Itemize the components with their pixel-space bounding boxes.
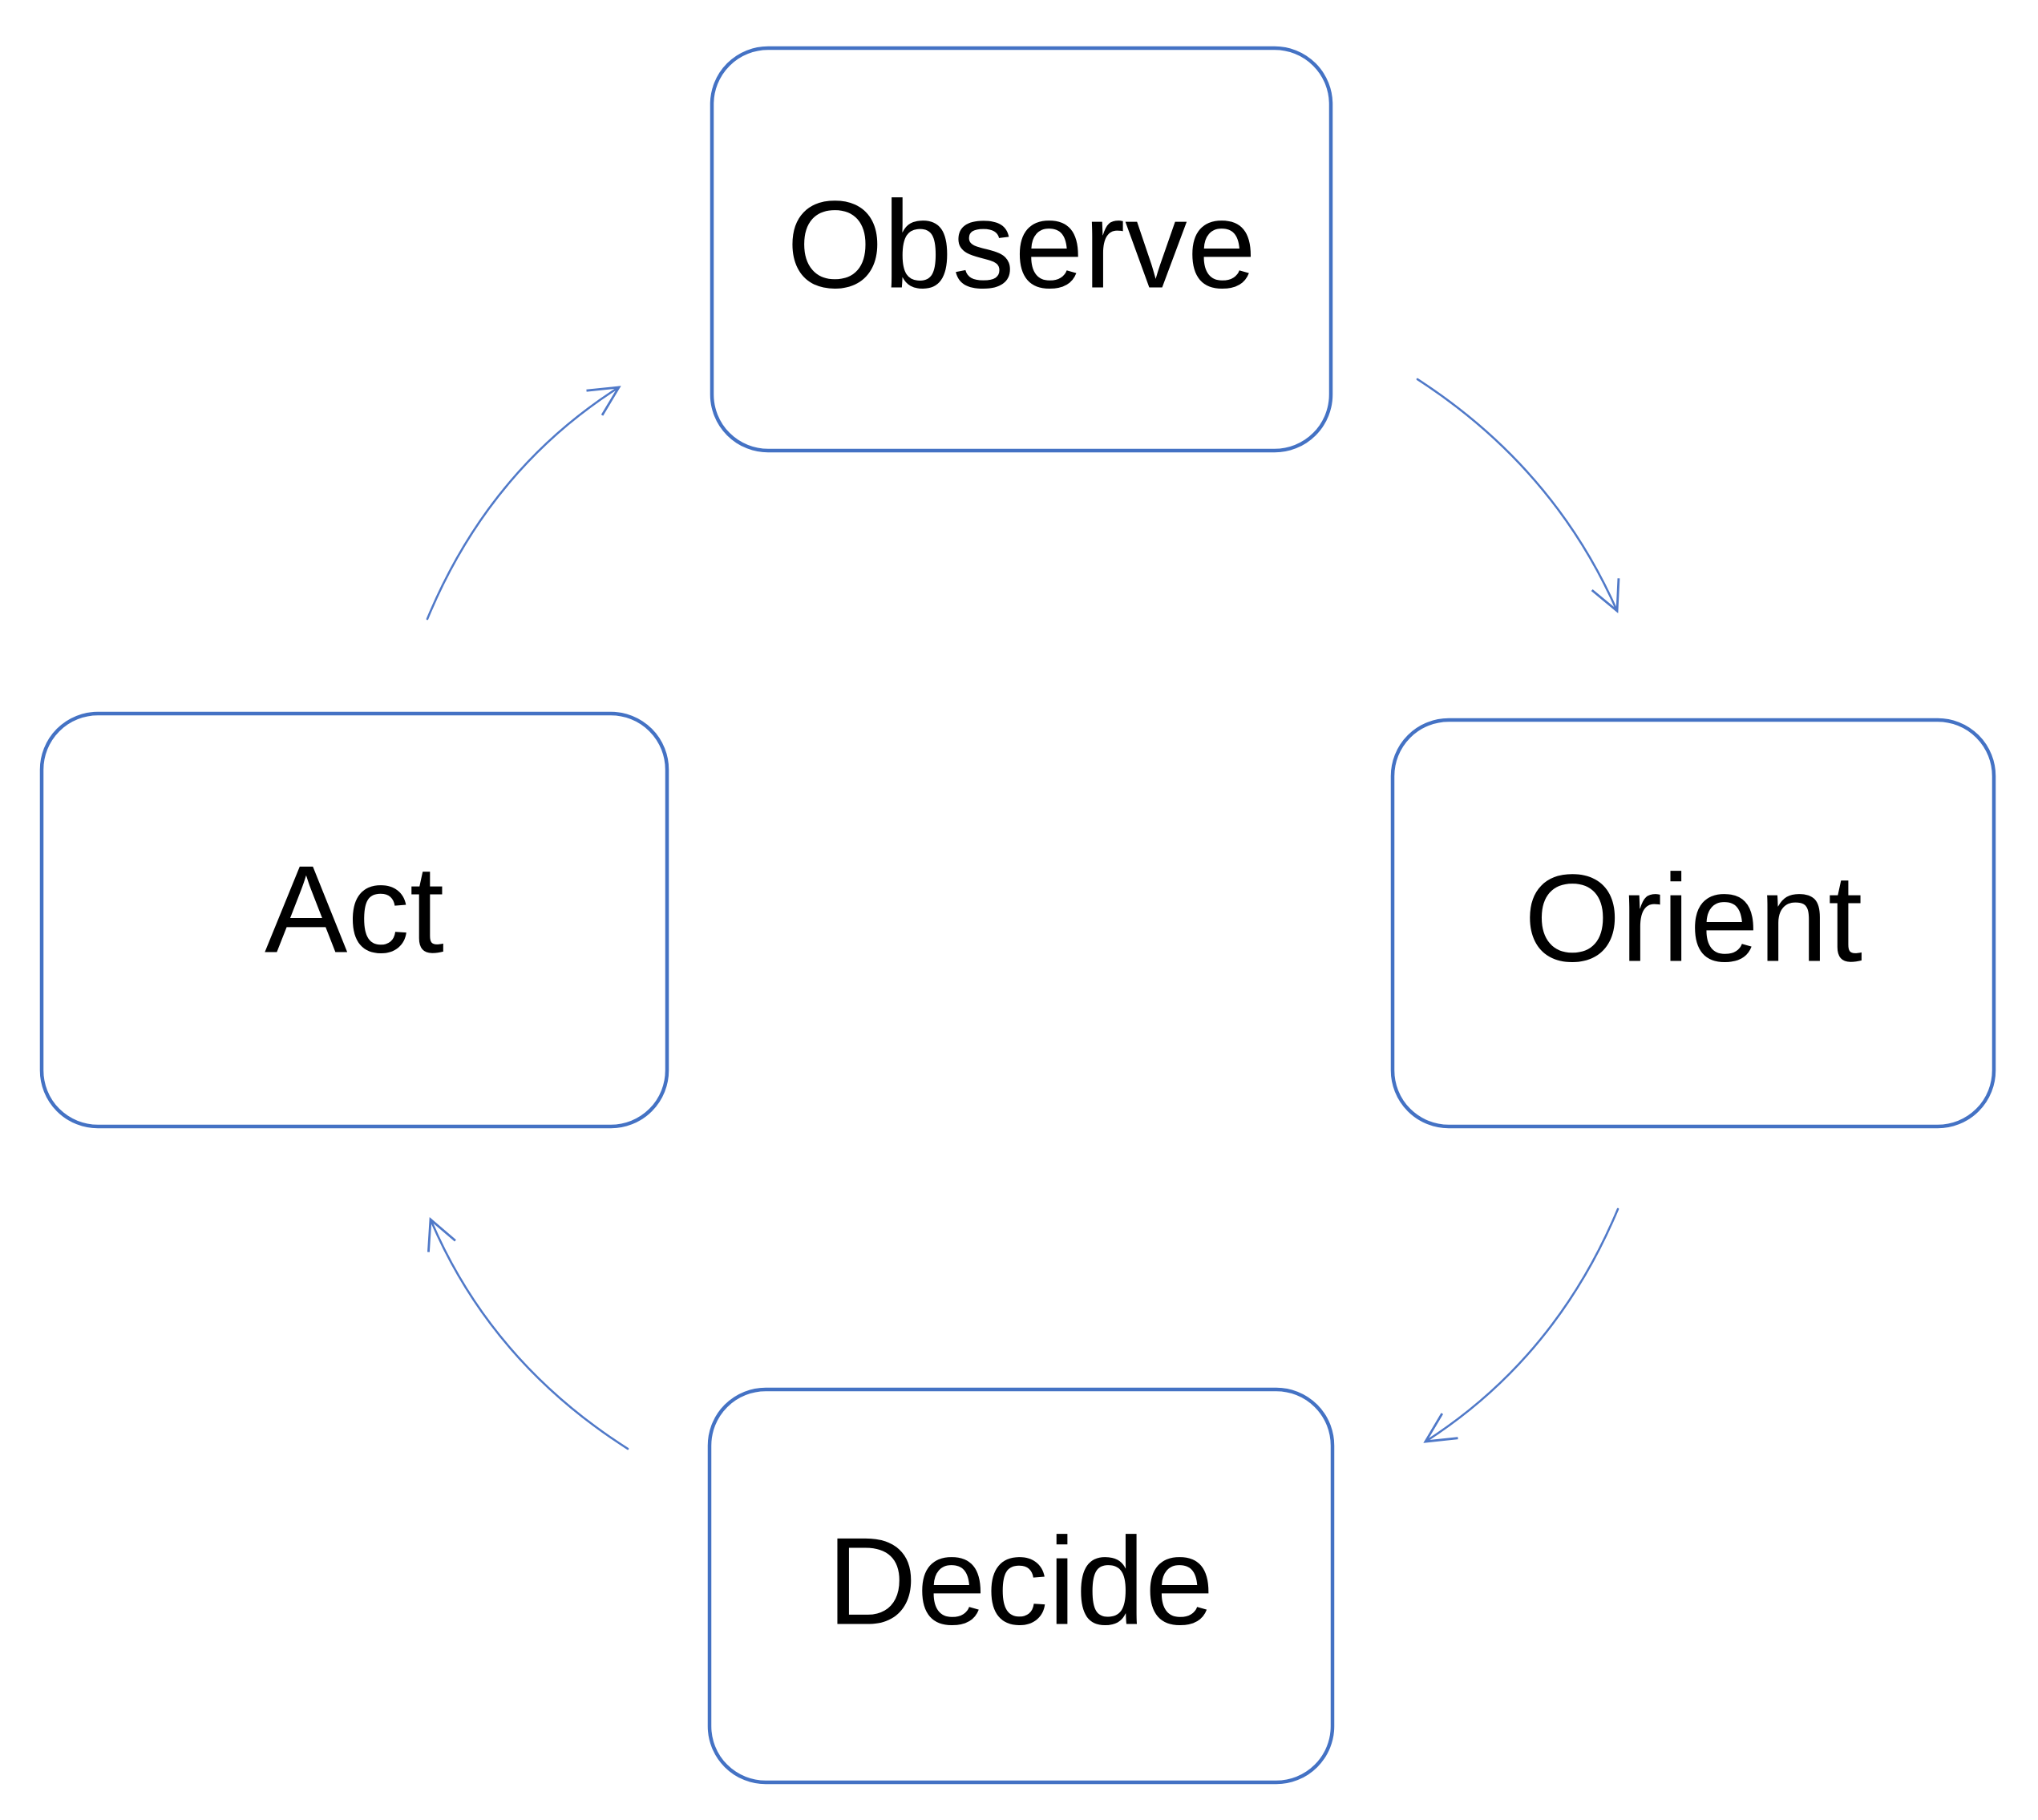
node-observe: Observe (710, 46, 1333, 453)
node-act-box (39, 711, 669, 1129)
node-decide: Decide (707, 1387, 1335, 1785)
node-observe-label: Observe (786, 176, 1256, 314)
edge-orient-to-decide (1423, 1207, 1619, 1443)
node-orient-label: Orient (1524, 849, 1862, 988)
node-act-label: Act (265, 840, 444, 979)
edge-decide-to-act (427, 1217, 629, 1450)
edge-observe-to-orient (1416, 378, 1620, 613)
node-observe-box (710, 46, 1333, 453)
node-act: Act (39, 711, 669, 1129)
node-decide-label: Decide (827, 1512, 1214, 1651)
node-orient-box (1390, 718, 1996, 1129)
node-orient: Orient (1390, 718, 1996, 1129)
node-decide-box (707, 1387, 1335, 1785)
edge-act-to-observe (426, 386, 621, 621)
